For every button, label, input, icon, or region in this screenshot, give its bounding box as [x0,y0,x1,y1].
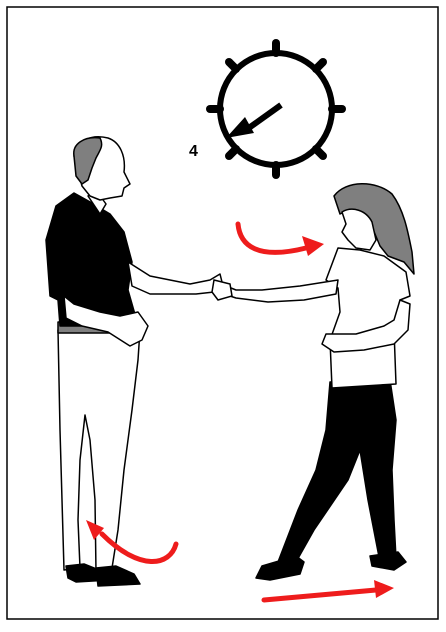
woman-turn-arrow [238,224,306,252]
count-label: 4 [189,143,198,161]
clock-spoke [229,149,236,156]
man-right-shoe [96,566,140,586]
woman-trousers [278,380,396,562]
woman-turn-arrowhead [302,236,324,256]
clock-spoke [316,62,323,69]
man-shirt [46,193,136,326]
clock-hand-arrowhead [226,117,254,138]
man-trousers [58,330,140,572]
direction-clock [210,43,342,175]
woman-extended-arm [224,280,338,302]
clock-spoke [229,62,236,69]
woman-travel-arrow [264,590,376,600]
man-far-arm [128,262,222,294]
clock-spoke [316,149,323,156]
clock-hand [246,105,281,130]
woman-right-shoe [370,552,406,570]
man-figure [46,137,222,586]
woman-travel-arrowhead [374,580,394,598]
clasped-hands [212,280,232,300]
